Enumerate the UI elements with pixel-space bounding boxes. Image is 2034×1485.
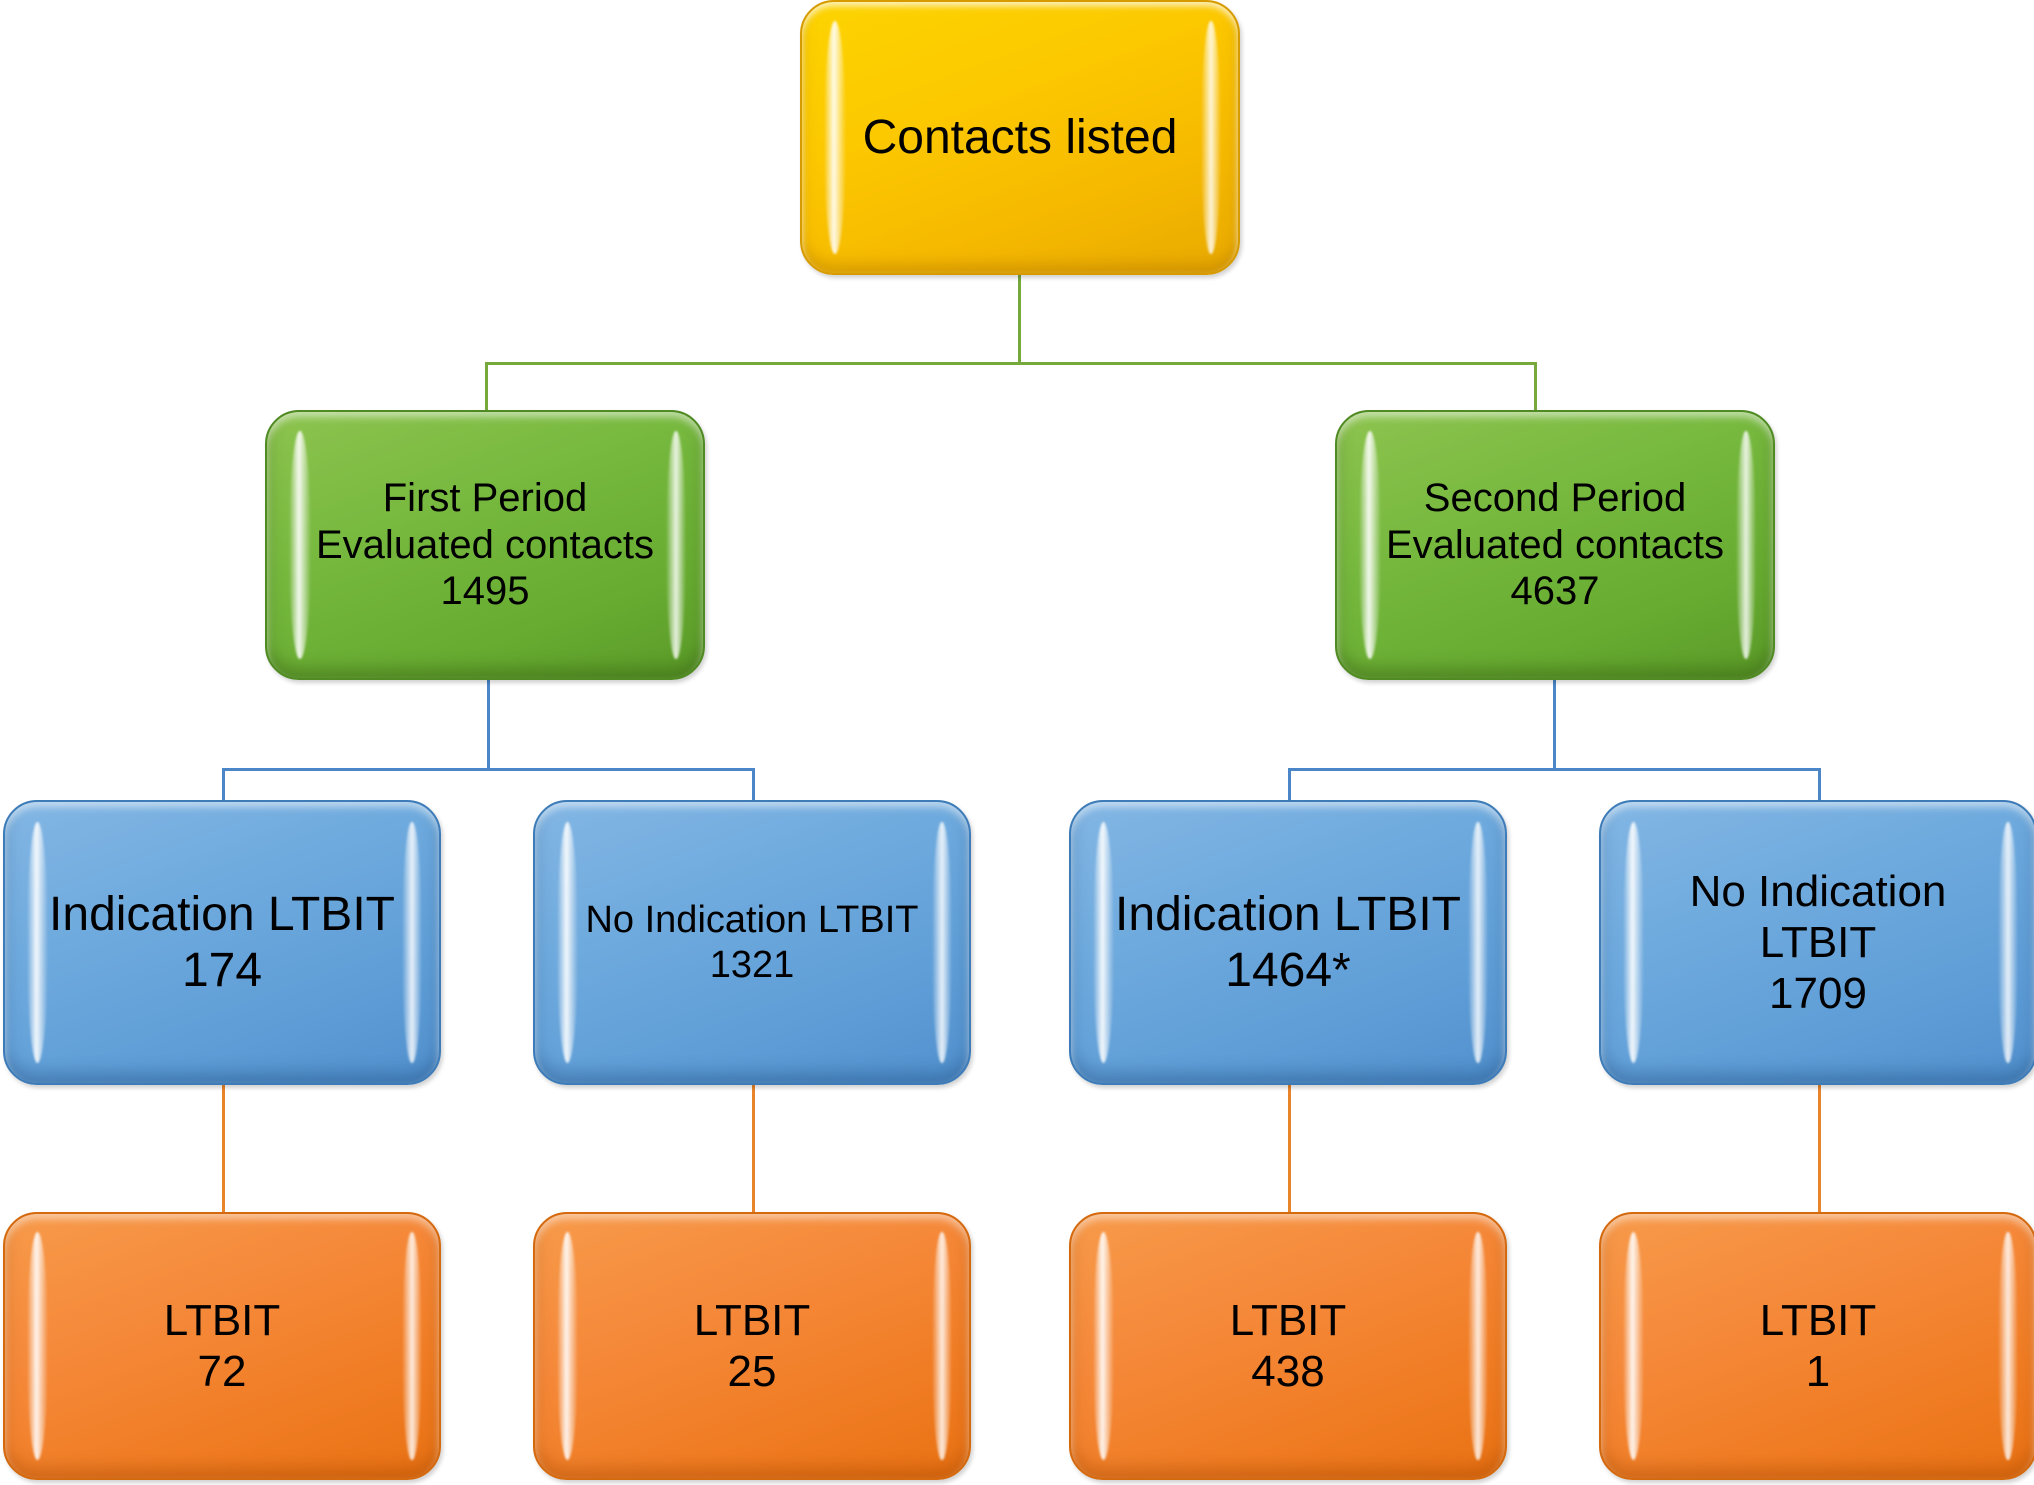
node-first-period-label: First Period Evaluated contacts 1495 xyxy=(316,476,654,614)
connector-segment-outcome-4 xyxy=(1818,1083,1821,1213)
node-ltbit-first-no-indication[interactable]: LTBIT 25 xyxy=(533,1212,971,1480)
node-ltbit-first-indication[interactable]: LTBIT 72 xyxy=(3,1212,441,1480)
node-contacts-listed-label: Contacts listed xyxy=(862,110,1178,164)
connector-segment-outcome-3 xyxy=(1288,1083,1291,1213)
node-first-indication-label: Indication LTBIT 174 xyxy=(49,887,395,997)
connector-segment-horizontal xyxy=(485,362,1537,365)
connector-segment-first-period-down xyxy=(485,362,488,412)
connector-segment-outcome-1 xyxy=(222,1083,225,1213)
node-ltbit-second-no-indication[interactable]: LTBIT 1 xyxy=(1599,1212,2034,1480)
node-second-no-indication-label: No Indication LTBIT 1709 xyxy=(1689,866,1947,1019)
node-second-indication-label: Indication LTBIT 1464* xyxy=(1115,887,1461,997)
connector-segment-first-left-down xyxy=(222,768,225,804)
connector-segment-first-horizontal xyxy=(222,768,755,771)
connector-segment-root-down xyxy=(1018,273,1021,365)
node-ltbit-first-indication-label: LTBIT 72 xyxy=(163,1295,281,1396)
node-first-no-indication[interactable]: No Indication LTBIT 1321 xyxy=(533,800,971,1085)
node-ltbit-second-no-indication-label: LTBIT 1 xyxy=(1759,1295,1877,1396)
node-second-period[interactable]: Second Period Evaluated contacts 4637 xyxy=(1335,410,1775,680)
connector-segment-first-period-stem xyxy=(487,678,490,770)
node-first-indication[interactable]: Indication LTBIT 174 xyxy=(3,800,441,1085)
node-first-no-indication-label: No Indication LTBIT 1321 xyxy=(585,899,919,986)
connector-segment-second-right-down xyxy=(1818,768,1821,804)
connector-segment-first-right-down xyxy=(752,768,755,804)
node-second-no-indication[interactable]: No Indication LTBIT 1709 xyxy=(1599,800,2034,1085)
node-second-period-label: Second Period Evaluated contacts 4637 xyxy=(1386,476,1724,614)
node-ltbit-second-indication[interactable]: LTBIT 438 xyxy=(1069,1212,1507,1480)
node-first-period[interactable]: First Period Evaluated contacts 1495 xyxy=(265,410,705,680)
connector-segment-second-left-down xyxy=(1288,768,1291,804)
connector-segment-second-horizontal xyxy=(1288,768,1821,771)
node-ltbit-second-indication-label: LTBIT 438 xyxy=(1229,1295,1347,1396)
connector-segment-second-period-down xyxy=(1534,362,1537,412)
connector-segment-outcome-2 xyxy=(752,1083,755,1213)
connector-segment-second-period-stem xyxy=(1553,678,1556,770)
node-ltbit-first-no-indication-label: LTBIT 25 xyxy=(693,1295,811,1396)
node-contacts-listed[interactable]: Contacts listed xyxy=(800,0,1240,275)
node-second-indication[interactable]: Indication LTBIT 1464* xyxy=(1069,800,1507,1085)
